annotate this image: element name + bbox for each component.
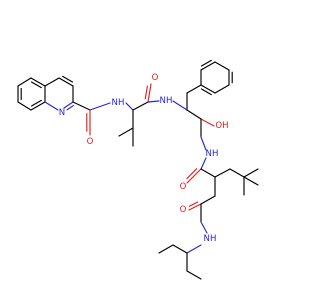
atom-oh-hydroxyl: OH: [215, 121, 228, 131]
bond-phenyl-inner: [200, 59, 212, 67]
bond-chain: [186, 270, 202, 280]
atom-n-quinoline: N: [59, 108, 65, 118]
atom-nh-valine-amide: NH: [160, 96, 173, 106]
bond-quinoline: [44, 77, 60, 87]
bond-carbonyl-o-inner: [188, 201, 199, 207]
bond-quinoline-inner: [62, 75, 74, 83]
bond-phenyl-inner: [200, 88, 212, 96]
atom-o-valine-carbonyl: O: [152, 73, 159, 83]
bond-amide-n: [186, 244, 202, 254]
bond-chain: [243, 176, 259, 186]
bond-quinoline-inner: [30, 99, 42, 107]
bonds: [17, 59, 259, 280]
bond-quinoline: [17, 77, 32, 87]
bond-chain: [214, 168, 231, 178]
bond-quinoline-inner: [30, 81, 42, 89]
bond-chain: [200, 168, 216, 178]
bond-chain: [72, 101, 91, 111]
bond-carbonyl-o-inner: [186, 168, 198, 180]
bond-amide-n: [147, 100, 160, 103]
molecule-structure-diagram: NH N O NH O OH NH O O NH: [17, 59, 259, 280]
bond-quinoline-n-inner: [66, 104, 75, 111]
bond-quinoline: [58, 77, 74, 87]
bond-chain: [118, 127, 134, 137]
bond-chain: [200, 195, 216, 205]
atom-nh-quinoline-amide: NH: [112, 98, 125, 108]
bond-quinoline-n: [44, 101, 59, 111]
bond-quinoline: [17, 101, 32, 111]
bond-carbonyl-o-inner: [144, 85, 148, 100]
atom-nh-terminal-amide: NH: [204, 234, 217, 244]
atom-o-chain-carbonyl: O: [180, 182, 187, 192]
atom-nh-chain-amide: NH: [206, 149, 219, 159]
bond-quinoline: [30, 101, 46, 111]
bond-chain: [243, 168, 259, 178]
bond-chain: [186, 84, 202, 94]
bond-phenyl: [214, 61, 230, 71]
bond-quinoline-n: [63, 101, 74, 109]
bond-chain: [172, 244, 188, 254]
bond-amide-n: [200, 136, 207, 151]
bond-carbonyl-o: [147, 83, 152, 103]
bond-carbonyl-o: [186, 168, 202, 184]
atom-o-terminal-carbonyl: O: [180, 205, 187, 215]
bond-phenyl: [200, 84, 216, 94]
bond-chain: [158, 244, 174, 254]
bond-quinoline: [30, 77, 46, 87]
bond-amide-n: [200, 221, 208, 234]
bond-amide-n: [172, 100, 188, 111]
bond-chain: [229, 168, 245, 178]
bond-phenyl: [214, 84, 230, 94]
bond-hydroxyl: [200, 118, 215, 127]
bond-phenyl: [200, 61, 216, 71]
bond-amide-n: [125, 102, 134, 111]
bond-chain: [132, 101, 149, 111]
atom-o-quinoline-carbonyl: O: [87, 137, 94, 147]
bond-amide-n: [89, 102, 111, 111]
bond-chain: [186, 109, 202, 120]
bond-amide-n: [200, 157, 207, 170]
bond-carbonyl-o: [188, 203, 202, 211]
